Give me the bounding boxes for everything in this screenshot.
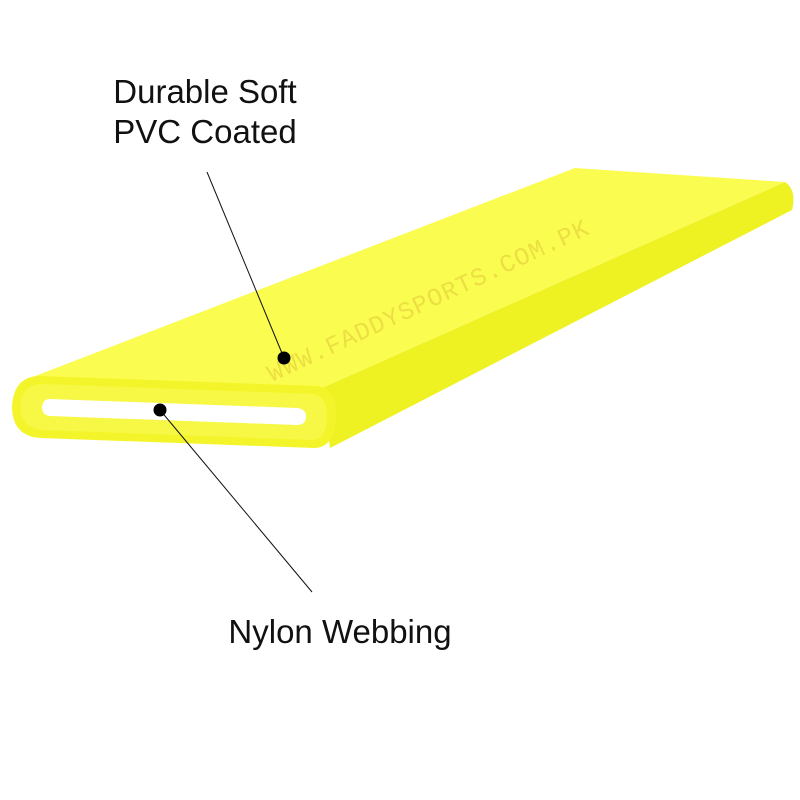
callout-line-top bbox=[206, 171, 285, 359]
webbing-slot bbox=[42, 399, 307, 425]
callout-dot-bottom bbox=[153, 403, 167, 417]
callout-dot-top bbox=[277, 351, 291, 365]
strap-top-face bbox=[30, 168, 785, 388]
callout-line-bottom bbox=[159, 409, 313, 593]
strap-side-face bbox=[322, 182, 794, 448]
callout-label-pvc-line2: PVC Coated bbox=[113, 113, 297, 150]
callout-label-pvc: Durable Soft PVC Coated bbox=[80, 72, 330, 152]
callout-label-webbing: Nylon Webbing bbox=[228, 613, 452, 650]
callout-label-pvc-line1: Durable Soft bbox=[113, 73, 297, 110]
